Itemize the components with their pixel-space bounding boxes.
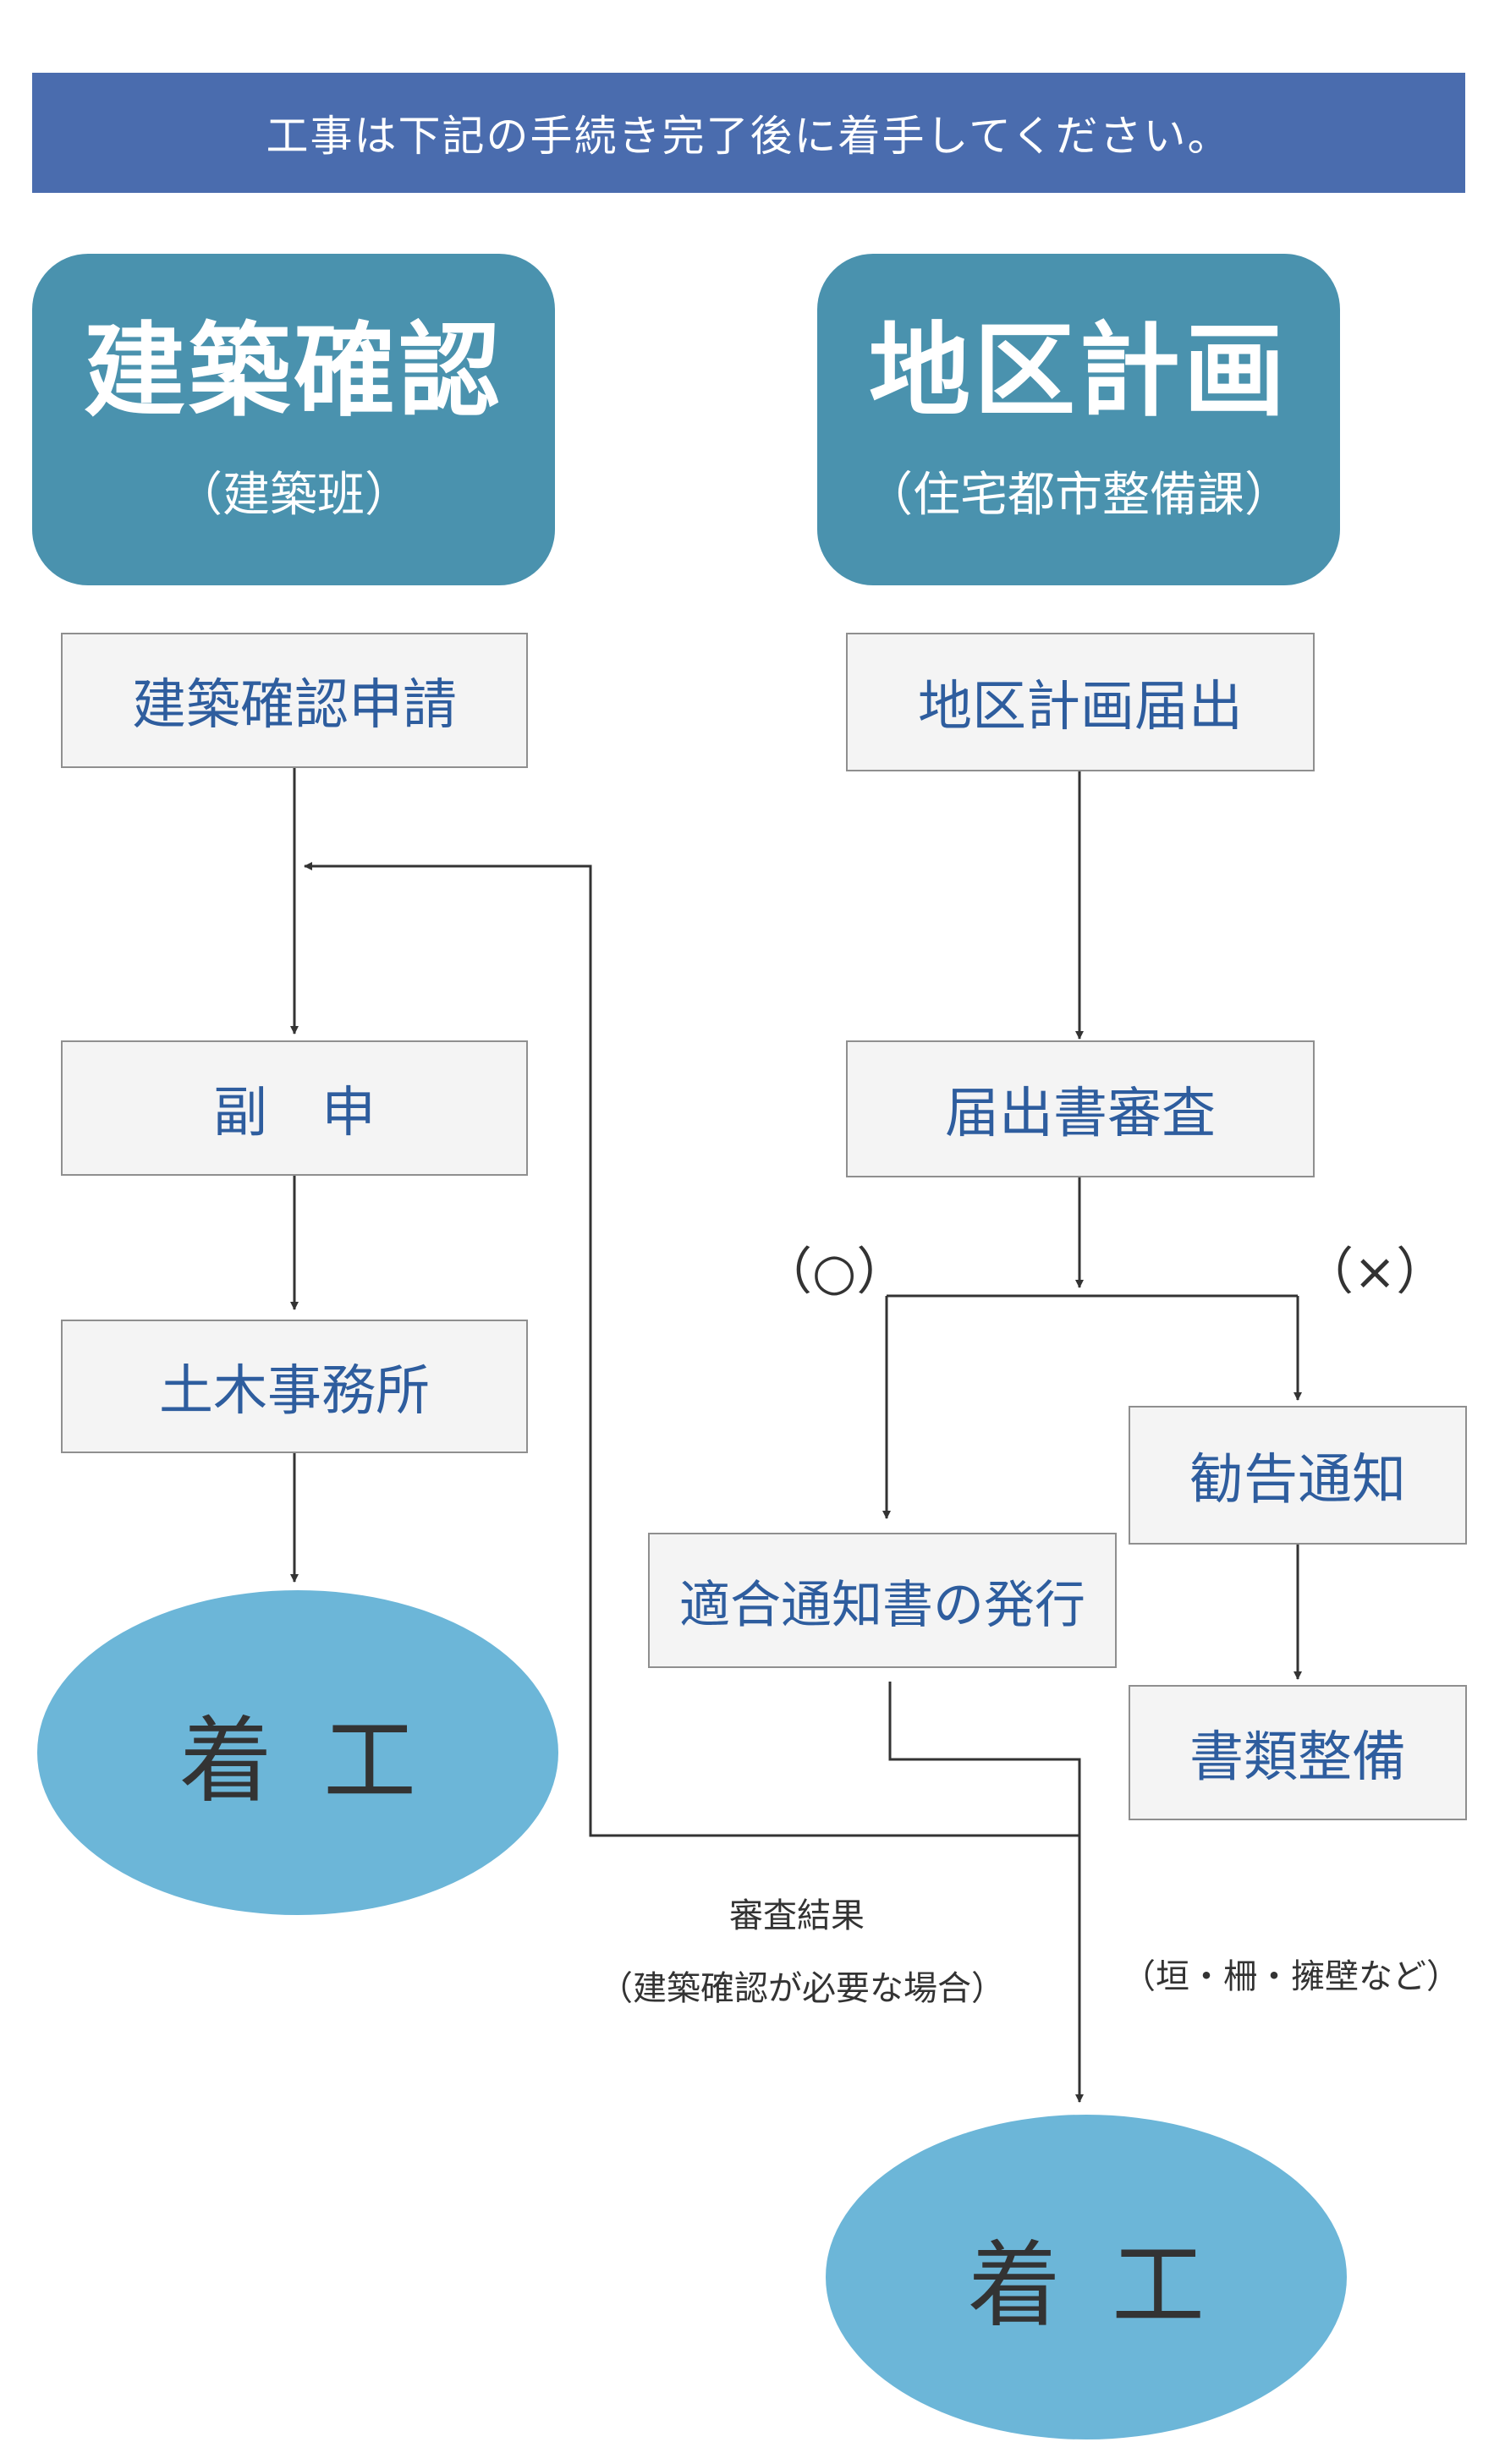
examples-label: （垣・柵・擁壁など）	[1122, 1957, 1460, 1996]
building-confirmation-header: 建築確認 （建築班）	[32, 254, 555, 585]
district-plan-title: 地区計画	[869, 313, 1288, 431]
review-result-label: 審査結果	[729, 1896, 865, 1935]
district-plan-header: 地区計画 （住宅都市整備課）	[817, 254, 1340, 585]
district-plan-subtitle: （住宅都市整備課）	[865, 468, 1292, 523]
review-condition-label: （建築確認が必要な場合）	[599, 1969, 1005, 2008]
step-advice-notice: 勧告通知	[1129, 1406, 1467, 1545]
step-civil-engineering-office: 土木事務所	[61, 1320, 528, 1453]
instruction-banner: 工事は下記の手続き完了後に着手してください。	[32, 73, 1465, 193]
step-vice-application: 副 申	[61, 1040, 528, 1176]
building-confirmation-title: 建築確認	[84, 313, 503, 431]
building-confirmation-subtitle: （建築班）	[175, 468, 412, 523]
connector-compliance-to-start	[888, 1682, 1084, 2103]
step-document-preparation: 書類整備	[1129, 1685, 1467, 1820]
step-compliance-notice: 適合通知書の発行	[648, 1533, 1117, 1668]
ng-mark: （×）	[1303, 1243, 1447, 1302]
construction-start-left: 着工	[37, 1590, 558, 1915]
step-building-application: 建築確認申請	[61, 633, 528, 768]
construction-start-right: 着工	[826, 2115, 1347, 2439]
ok-mark: （○）	[761, 1243, 908, 1302]
return-to-building-flow	[304, 862, 1079, 1837]
step-district-plan-notification: 地区計画届出	[846, 633, 1315, 771]
step-notification-review: 届出書審査	[846, 1040, 1315, 1177]
